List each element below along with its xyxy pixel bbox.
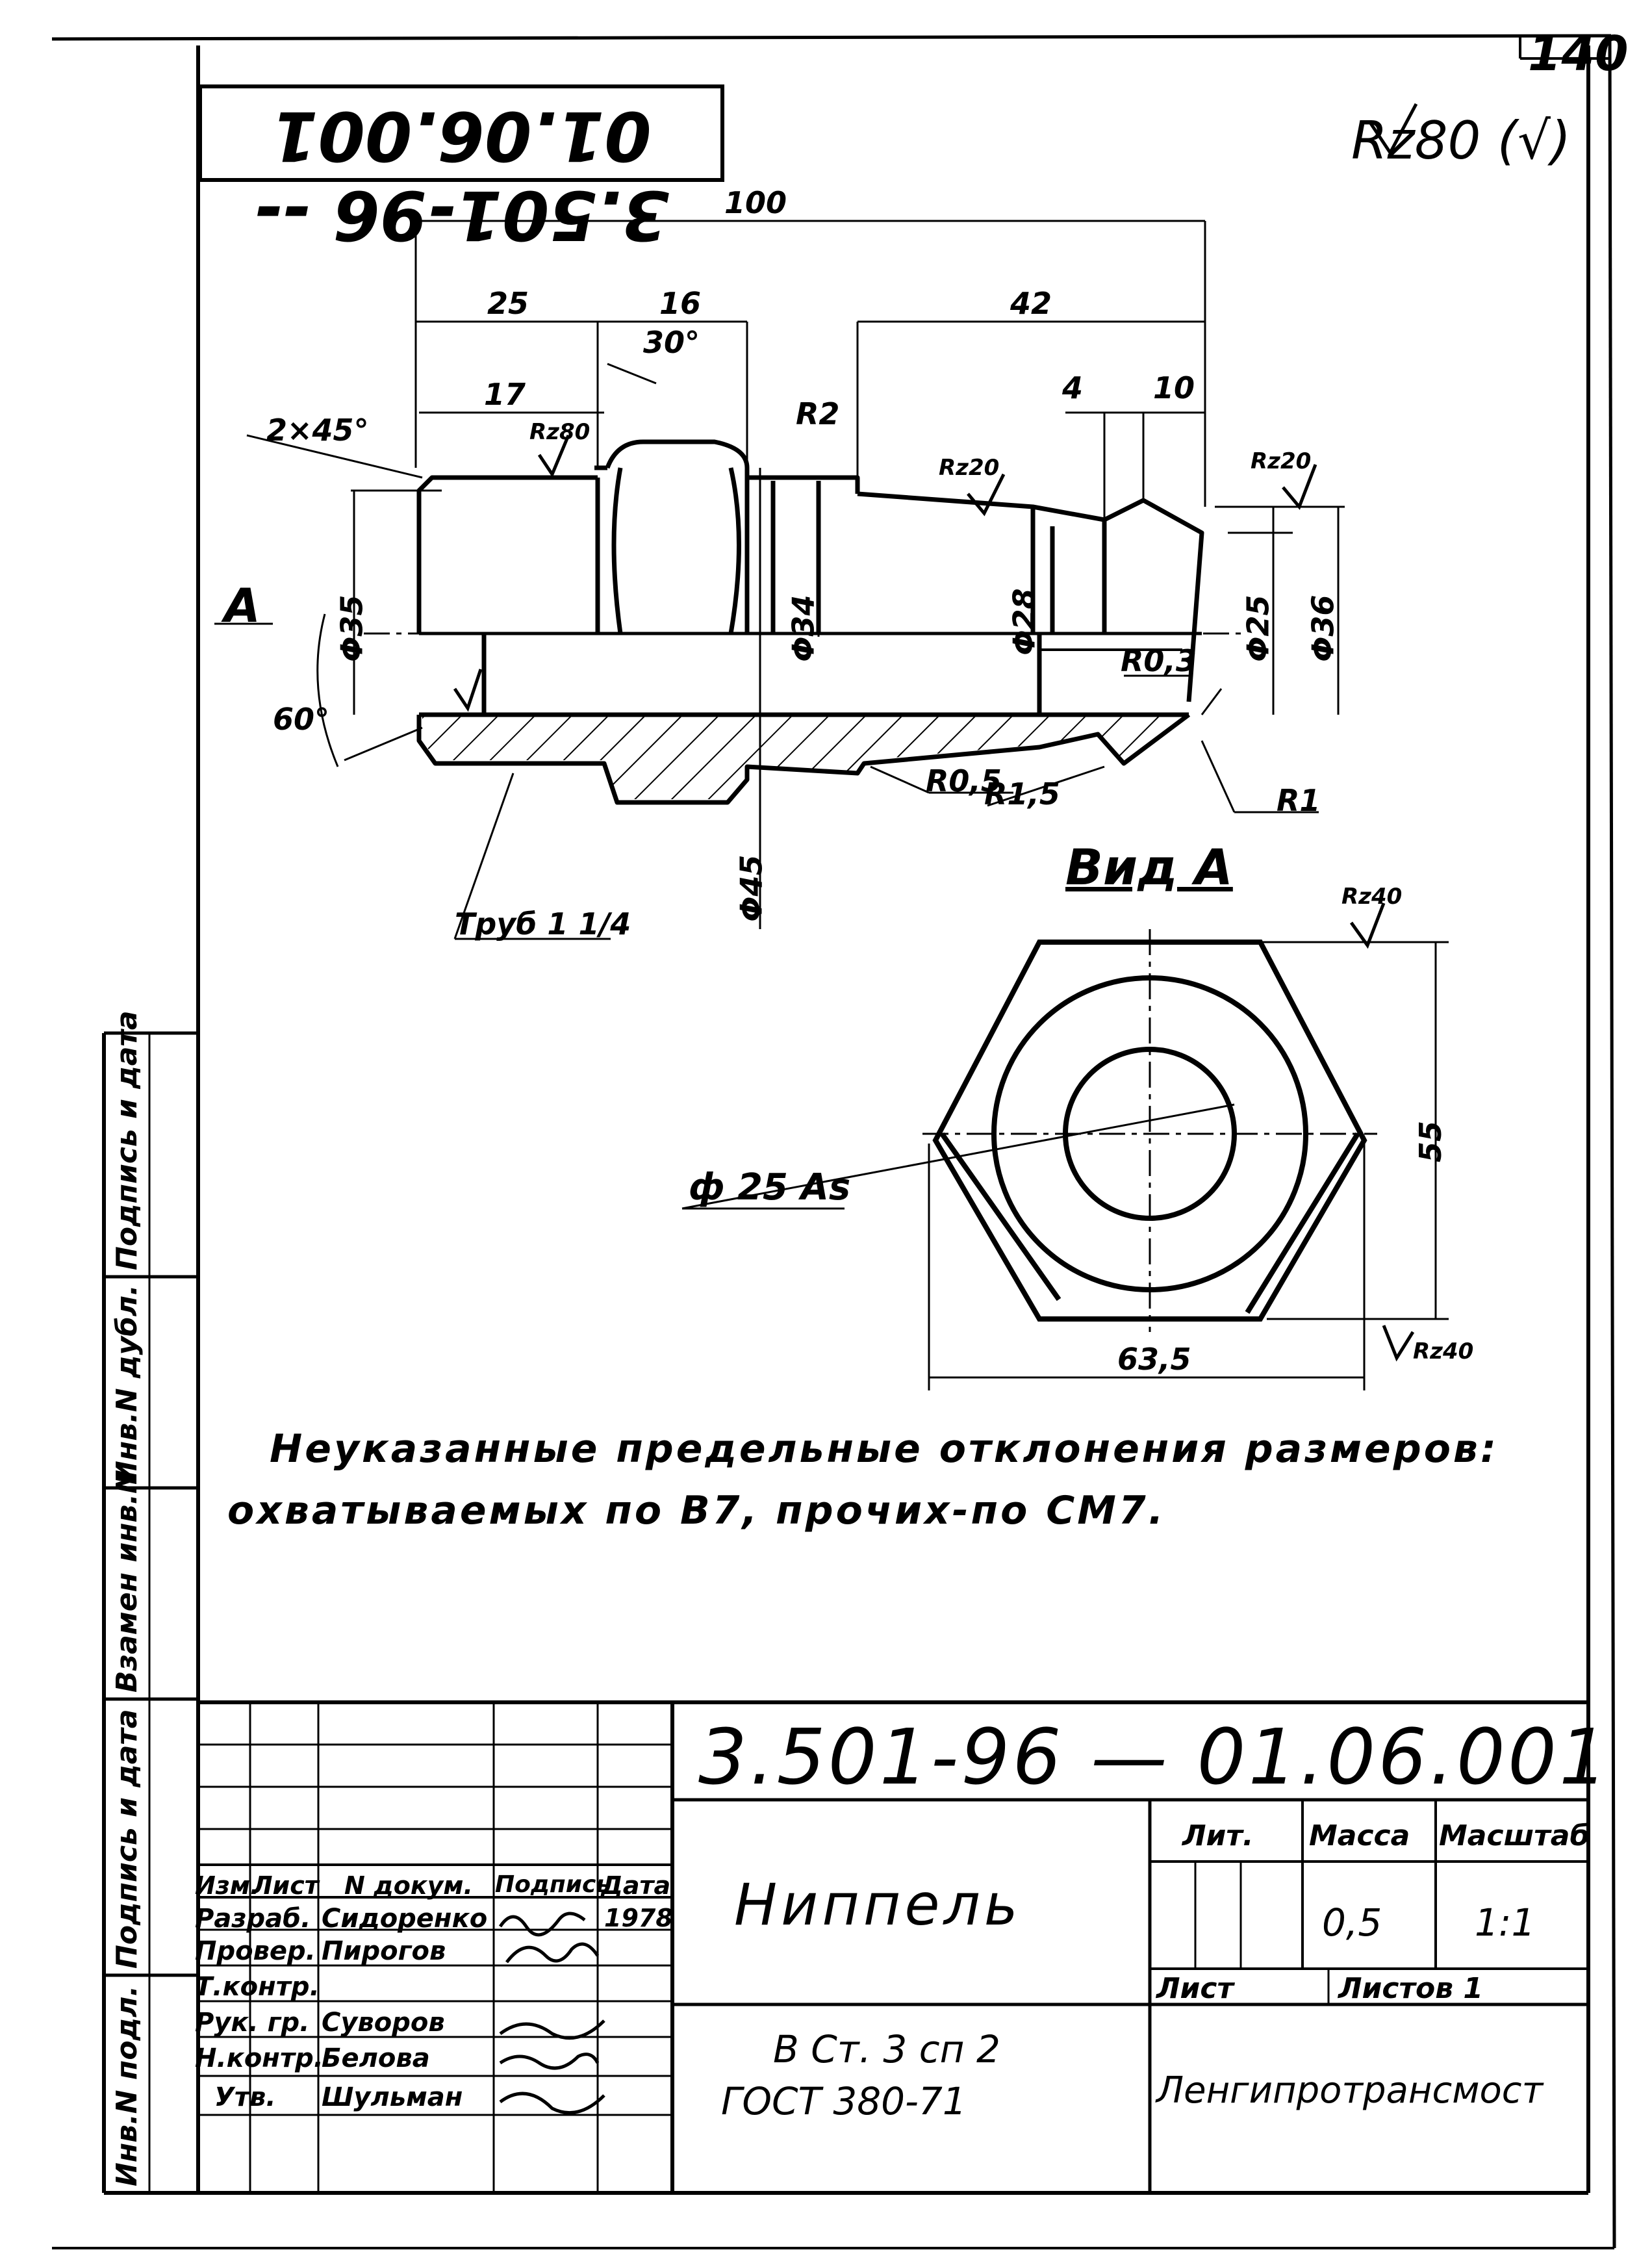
title-part-name: Ниппель bbox=[734, 1871, 1022, 1938]
col-sheet: Лист bbox=[252, 1871, 319, 1900]
mirrored-code-stamp: 3.501-96 -- 01.06.001 bbox=[198, 84, 724, 255]
dim-r1: R1 bbox=[1277, 783, 1321, 818]
col-date: Дата bbox=[601, 1871, 671, 1900]
general-roughness: Rz80 (√) bbox=[1351, 110, 1571, 171]
row-role: Утв. bbox=[214, 2082, 276, 2112]
rough-rz20-b: Rz20 bbox=[1251, 448, 1312, 474]
row-role: Н.контр. bbox=[195, 2043, 324, 2073]
dim-17: 17 bbox=[484, 377, 526, 412]
row-role: Провер. bbox=[195, 1936, 316, 1966]
col-signature: Подпись bbox=[495, 1871, 611, 1898]
dim-chamfer: 2×45° bbox=[266, 413, 369, 448]
dim-r03: R0,3 bbox=[1121, 643, 1197, 678]
dim-r15: R1,5 bbox=[984, 776, 1060, 812]
dim-25: 25 bbox=[487, 286, 529, 321]
thread-designation: Труб 1 1/4 bbox=[455, 906, 631, 941]
bore-dim: ф 25 As bbox=[689, 1166, 851, 1209]
title-doc-code: 3.501-96 — 01.06.001 bbox=[698, 1712, 1611, 1802]
view-a-title: Вид А bbox=[1065, 838, 1233, 896]
tolerance-note-line1: Неуказанные предельные отклонения размер… bbox=[270, 1426, 1499, 1472]
dim-r2: R2 bbox=[796, 396, 840, 431]
rough-rz40-a: Rz40 bbox=[1341, 884, 1403, 910]
title-organization: Ленгипротрансмост bbox=[1156, 2069, 1544, 2112]
header-mass: Масса bbox=[1309, 1819, 1410, 1852]
rough-rz20-a: Rz20 bbox=[939, 455, 1000, 481]
sheet-number: 140 bbox=[1528, 26, 1629, 82]
row-name: Шульман bbox=[322, 2082, 463, 2112]
header-scale: Масштаб bbox=[1439, 1819, 1590, 1852]
rough-rz80: Rz80 bbox=[529, 419, 591, 445]
dim-r05: R0,5 bbox=[926, 763, 1002, 799]
row-role: Т.контр. bbox=[195, 1972, 320, 2002]
header-lit: Лит. bbox=[1182, 1819, 1254, 1852]
hex-width-dim: 63,5 bbox=[1117, 1342, 1191, 1377]
row-name: Белова bbox=[322, 2043, 430, 2073]
title-material-1: В Ст. 3 сп 2 bbox=[773, 2027, 1000, 2071]
dim-angle-30: 30° bbox=[643, 325, 700, 360]
label-sheets: Листов 1 bbox=[1338, 1972, 1483, 2005]
row-role: Рук. гр. bbox=[195, 2008, 310, 2038]
title-material-2: ГОСТ 380-71 bbox=[721, 2079, 967, 2123]
tolerance-note-line2: охватываемых по В7, прочих-по СМ7. bbox=[227, 1488, 1166, 1533]
dim-10: 10 bbox=[1153, 370, 1195, 405]
row-role: Разраб. bbox=[195, 1904, 311, 1934]
value-scale: 1:1 bbox=[1475, 1900, 1536, 1945]
dim-4: 4 bbox=[1062, 370, 1084, 405]
row-name: Сидоренко bbox=[322, 1904, 488, 1934]
dim-16: 16 bbox=[659, 286, 702, 321]
dim-total-length: 100 bbox=[724, 185, 787, 220]
row-name: Суворов bbox=[322, 2008, 445, 2038]
dim-angle-60: 60° bbox=[273, 702, 330, 737]
label-sheet: Лист bbox=[1156, 1972, 1234, 2005]
col-change: Изм. bbox=[195, 1871, 260, 1900]
dim-42: 42 bbox=[1010, 286, 1052, 321]
col-doc-no: N докум. bbox=[344, 1871, 473, 1900]
row-date: 1978 bbox=[604, 1904, 673, 1932]
rough-rz40-b: Rz40 bbox=[1413, 1338, 1474, 1364]
view-arrow-label: А bbox=[224, 578, 261, 633]
value-mass: 0,5 bbox=[1322, 1900, 1382, 1945]
row-name: Пирогов bbox=[322, 1936, 446, 1966]
